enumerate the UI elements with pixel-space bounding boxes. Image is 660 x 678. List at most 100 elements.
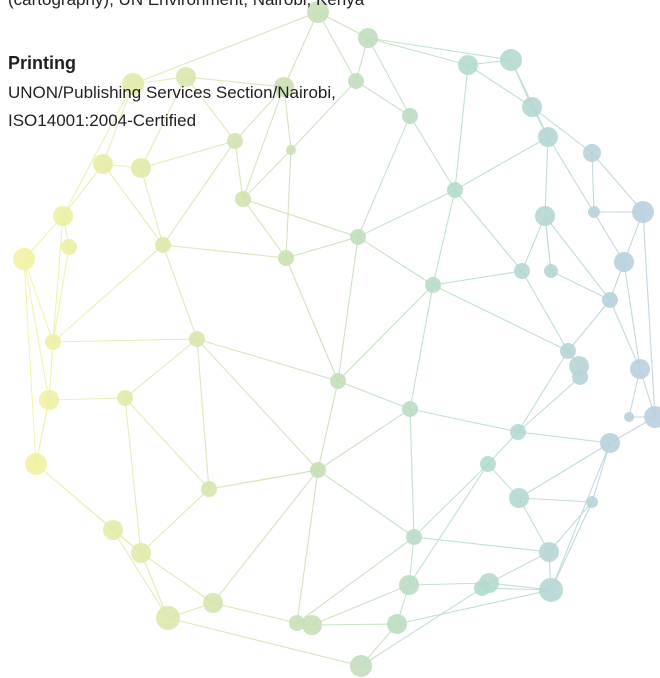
network-node: [522, 97, 542, 117]
network-edge: [409, 408, 415, 538]
network-node: [155, 237, 171, 253]
network-edge: [124, 397, 210, 490]
network-edge: [52, 215, 64, 343]
network-edge: [242, 198, 287, 259]
network-edge: [355, 80, 411, 117]
network-node: [572, 369, 588, 385]
network-node: [624, 412, 634, 422]
network-edge: [454, 189, 523, 272]
network-edge: [591, 152, 644, 213]
printing-detail-line: ISO14001:2004-Certified: [8, 111, 197, 130]
network-node: [583, 144, 601, 162]
network-edge: [242, 86, 285, 200]
network-edge: [196, 338, 210, 490]
network-edge: [409, 408, 519, 433]
network-edge: [550, 270, 611, 301]
network-node: [117, 390, 133, 406]
network-node: [39, 390, 59, 410]
network-edge: [548, 501, 593, 553]
network-edge: [48, 397, 126, 401]
network-edge: [196, 338, 319, 471]
network-edge: [140, 167, 164, 246]
printing-detail-line: UNON/Publishing Services Section/Nairobi…: [8, 83, 336, 102]
network-node: [544, 264, 558, 278]
network-node: [310, 462, 326, 478]
network-node: [539, 542, 559, 562]
network-node: [189, 331, 205, 347]
network-edge: [642, 211, 656, 418]
network-node: [614, 252, 634, 272]
network-node: [227, 133, 243, 149]
network-node: [600, 433, 620, 453]
network-edge: [208, 469, 319, 490]
network-edge: [367, 37, 512, 61]
network-edge: [140, 488, 210, 554]
network-node: [350, 655, 372, 677]
network-node: [644, 406, 660, 428]
network-edge: [531, 106, 593, 154]
network-edge: [185, 76, 285, 88]
network-node: [53, 206, 73, 226]
network-node: [13, 248, 35, 270]
network-nodes: [13, 1, 660, 677]
network-edge: [521, 270, 569, 352]
network-edge: [317, 469, 415, 538]
network-edge: [23, 258, 37, 465]
network-edge: [296, 469, 319, 624]
network-edge: [517, 431, 611, 444]
network-edge: [517, 376, 581, 433]
network-node: [586, 496, 598, 508]
network-edge: [518, 442, 611, 499]
network-node: [474, 580, 490, 596]
network-edge: [234, 86, 285, 142]
network-node: [203, 593, 223, 613]
network-edge: [518, 497, 593, 503]
network-edge: [212, 602, 298, 624]
cartography-credit-line: (cartography), UN Environment, Nairobi, …: [8, 0, 364, 11]
network-edge: [409, 284, 434, 410]
network-node: [510, 424, 526, 440]
network-edge: [337, 380, 411, 410]
network-edge: [591, 442, 611, 503]
network-edge: [124, 397, 142, 554]
network-edge: [185, 76, 236, 142]
network-edge: [357, 115, 411, 238]
network-node: [348, 73, 364, 89]
network-edge: [52, 244, 164, 343]
network-node: [514, 263, 530, 279]
network-node: [289, 615, 305, 631]
network-edge: [124, 338, 198, 399]
network-edges: [23, 11, 656, 667]
network-node: [632, 201, 654, 223]
network-edge: [132, 11, 319, 85]
network-edge: [432, 284, 569, 352]
network-node: [201, 481, 217, 497]
network-edge: [337, 284, 434, 382]
network-edge: [367, 37, 469, 66]
network-node: [402, 108, 418, 124]
network-node: [560, 343, 576, 359]
network-edge: [162, 244, 287, 259]
network-edge: [357, 236, 434, 286]
network-edge: [162, 140, 236, 246]
network-edge: [283, 86, 292, 151]
network-edge: [167, 617, 362, 667]
network-edge: [311, 623, 398, 626]
network-edge: [23, 258, 50, 401]
network-edge: [413, 463, 489, 538]
network-node: [103, 520, 123, 540]
network-node: [387, 614, 407, 634]
network-edge: [62, 163, 104, 217]
network-node: [539, 578, 563, 602]
network-node: [302, 615, 322, 635]
network-node: [500, 49, 522, 71]
network-node: [402, 401, 418, 417]
network-edge: [234, 140, 244, 200]
network-node: [286, 145, 296, 155]
network-edge: [337, 236, 359, 382]
network-node: [307, 1, 329, 23]
printing-details: UNON/Publishing Services Section/Nairobi…: [8, 79, 336, 135]
network-edge: [547, 136, 625, 263]
network-edge: [112, 529, 169, 619]
network-edge: [102, 83, 134, 165]
